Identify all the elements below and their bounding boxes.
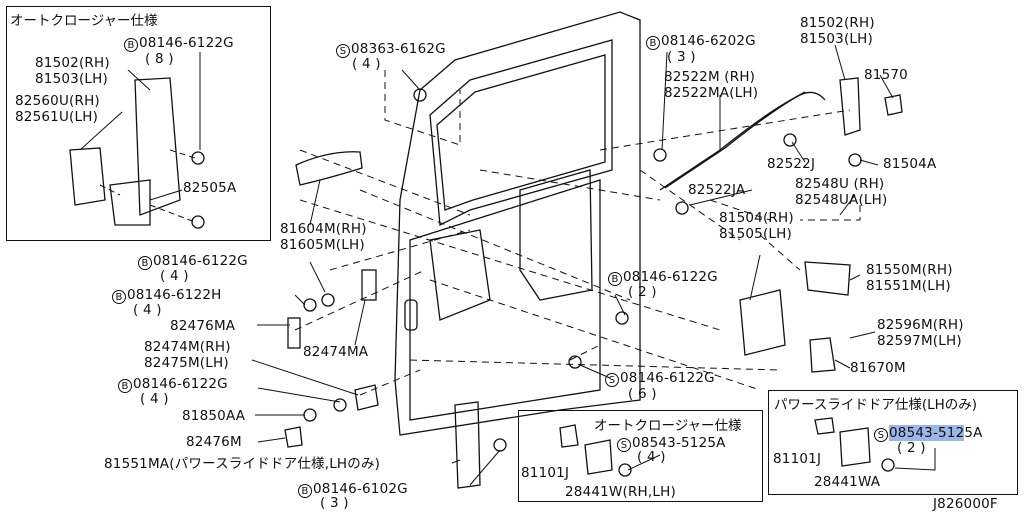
bolt-qty-6202g: ( 3 ) [667, 49, 696, 65]
screw-qty-08363: ( 4 ) [352, 56, 381, 72]
part-28441w: 28441W(RH,LH) [565, 484, 676, 500]
highlighted-part-number[interactable]: 08543-512 [889, 425, 965, 441]
part-81504: 81504(RH) [719, 210, 794, 226]
part-81502: 81502(RH) [800, 15, 875, 31]
part-81605m: 81605M(LH) [280, 237, 365, 253]
part-81503-inset: 81503(LH) [35, 71, 108, 87]
door-panel-outline [394, 11, 641, 436]
bolt-qty-6122g-c: ( 4 ) [140, 391, 169, 407]
bolt-marker-icon: B [118, 379, 132, 393]
inset-motor-shape [69, 147, 106, 206]
part-82522m: 82522M (RH) [664, 69, 756, 85]
part-81551ma: 81551MA(パワースライドドア仕様,LHのみ) [104, 456, 381, 472]
part-81101j-right: 81101J [773, 451, 822, 467]
inset-auto-closure-mid [518, 410, 763, 502]
part-82474m: 82474M(RH) [144, 339, 231, 355]
part-82476ma: 82476MA [170, 318, 236, 334]
part-81505: 81505(LH) [719, 226, 792, 242]
part-82522j: 82522J [767, 156, 816, 172]
part-82596m: 82596M(RH) [877, 317, 964, 333]
bolt-qty-6122h: ( 4 ) [133, 302, 162, 318]
part-82548u: 82548U (RH) [795, 176, 885, 192]
part-81101j-mid: 81101J [521, 465, 570, 481]
screw-marker-icon: S [617, 438, 631, 452]
bolt-qty-6102g: ( 3 ) [320, 495, 349, 511]
part-82522ma: 82522MA(LH) [664, 85, 759, 101]
diagram-code: J826000F [933, 496, 998, 512]
part-81504a: 81504A [883, 156, 937, 172]
part-81670m: 81670M [850, 360, 906, 376]
inset-latch-shape [134, 77, 181, 216]
outside-handle-shape [295, 151, 363, 186]
screw-qty-6122g: ( 6 ) [628, 386, 657, 402]
bolt-marker-icon: B [112, 290, 126, 304]
part-81850aa: 81850AA [182, 408, 246, 424]
rear-lock-shape [739, 289, 786, 356]
screw-marker-icon: S [874, 428, 888, 442]
screw-qty-5125a-right: ( 2 ) [897, 440, 926, 456]
part-82475m: 82475M(LH) [144, 355, 229, 371]
part-82597m: 82597M(LH) [877, 333, 962, 349]
part-82522ja: 82522JA [688, 182, 746, 198]
inset-mid-title: オートクロージャー仕様 [594, 418, 742, 434]
upper-latch-shape [839, 77, 861, 136]
bolt-marker-icon: B [298, 484, 312, 498]
hinge-plate-shape [361, 269, 377, 301]
part-81502-inset: 81502(RH) [35, 55, 110, 71]
bolt-marker-icon: B [608, 272, 622, 286]
bolt-qty-6122g-b: ( 2 ) [628, 284, 657, 300]
bolt-marker-icon: B [646, 36, 660, 50]
part-81570: 81570 [864, 67, 908, 83]
part-82476m: 82476M [186, 434, 242, 450]
part-81604m: 81604M(RH) [280, 221, 367, 237]
inset-right-title: パワースライドドア仕様(LHのみ) [774, 397, 978, 413]
actuator-shape [454, 401, 481, 489]
bolt-qty-inset: ( 8 ) [145, 51, 174, 67]
inset-power-slide-right [768, 390, 1018, 495]
part-28441wa: 28441WA [814, 474, 881, 490]
bolt-qty-6122g-a: ( 4 ) [160, 268, 189, 284]
part-82561u: 82561U(LH) [15, 109, 99, 125]
striker-wa-shape [839, 427, 871, 467]
part-82548ua: 82548UA(LH) [795, 192, 888, 208]
bolt-marker-icon: B [124, 38, 138, 52]
screw-marker-icon: S [336, 44, 350, 58]
part-81550m: 81550M(RH) [866, 262, 953, 278]
striker-shape [584, 439, 613, 475]
screw-marker-icon: S [605, 373, 619, 387]
bolt-marker-icon: B [138, 256, 152, 270]
part-81551m: 81551M(LH) [866, 278, 951, 294]
part-81503: 81503(LH) [800, 31, 873, 47]
inset-left-title: オートクロージャー仕様 [10, 13, 158, 29]
door-window-frame [429, 39, 613, 227]
screw-qty-5125a: ( 4 ) [637, 449, 666, 465]
inset-auto-closure-left [6, 6, 271, 241]
part-82474ma: 82474MA [303, 344, 369, 360]
part-82505a: 82505A [183, 180, 237, 196]
part-82560u: 82560U(RH) [15, 93, 100, 109]
